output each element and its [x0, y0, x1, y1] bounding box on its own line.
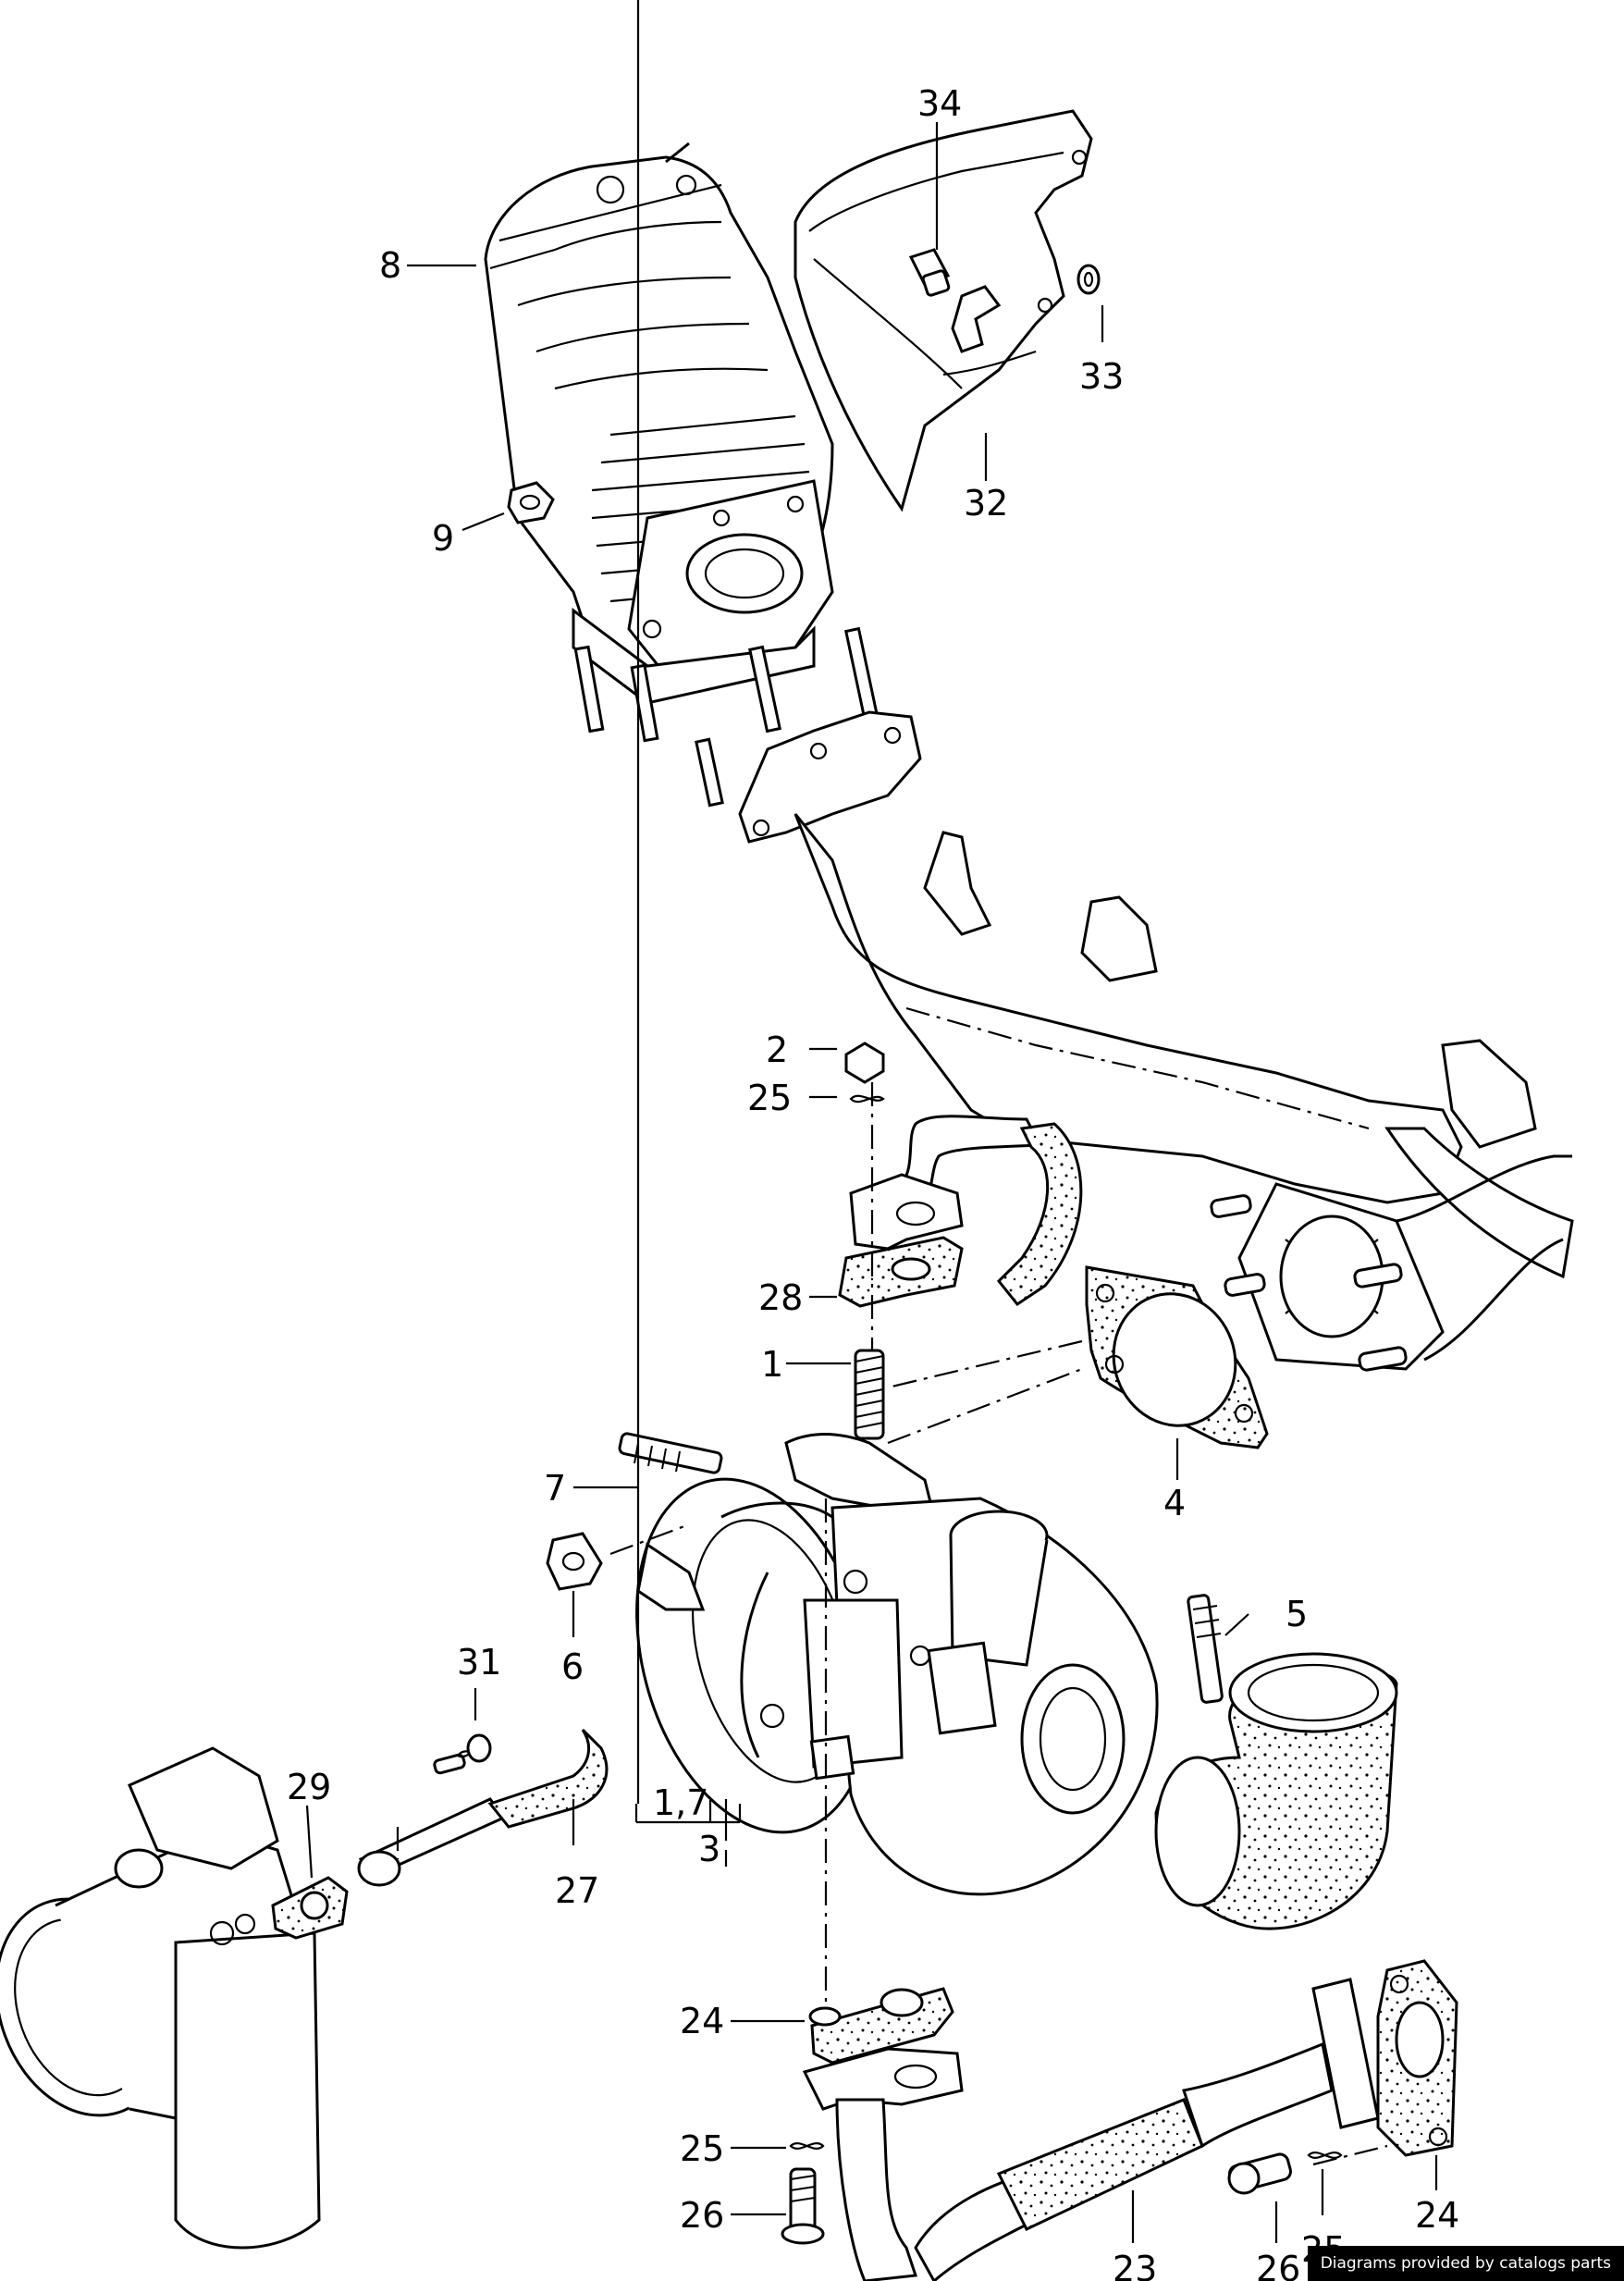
bolt-part-34	[908, 248, 1002, 353]
stud-part-7	[618, 1432, 723, 1474]
bolt-part-5	[1187, 1594, 1224, 1704]
label-28: 28	[758, 1277, 803, 1318]
label-25a: 25	[747, 1078, 792, 1118]
label-26b: 26	[1256, 2249, 1300, 2281]
intake-elbow	[1154, 1652, 1398, 1930]
wastegate-valve-part-8	[484, 142, 834, 743]
leader-lines	[305, 0, 1438, 2243]
label-24b: 24	[1415, 2195, 1459, 2236]
label-31: 31	[457, 1642, 501, 1683]
stud-part-1	[854, 1349, 885, 1440]
nut-part-6	[546, 1532, 603, 1591]
label-26a: 26	[680, 2195, 724, 2236]
turbocharger-part-3	[635, 1433, 1159, 1896]
label-29: 29	[287, 1767, 331, 1807]
footer-credit: Diagrams provided by catalogs parts	[1307, 2246, 1624, 2281]
engine-block	[0, 1746, 321, 2250]
label-7: 7	[544, 1468, 566, 1509]
oil-return-line	[271, 1728, 609, 1940]
label-25b: 25	[680, 2128, 724, 2169]
label-8: 8	[379, 245, 401, 286]
label-24a: 24	[680, 2001, 724, 2041]
label-6: 6	[561, 1646, 584, 1687]
exhaust-manifold	[695, 626, 1574, 1372]
callout-labels: 8 9 34 33 32 2 25 28 1 4 5 7 6 31 29 1,7…	[287, 83, 1459, 2281]
label-9: 9	[432, 518, 454, 559]
gasket-part-4	[1085, 1265, 1269, 1449]
label-33: 33	[1079, 356, 1124, 397]
label-27: 27	[555, 1870, 599, 1911]
label-34: 34	[917, 83, 962, 124]
label-5: 5	[1286, 1594, 1308, 1634]
heat-shield-part-32	[794, 109, 1093, 512]
label-23: 23	[1113, 2249, 1157, 2281]
oil-drain-pipe	[609, 1339, 1458, 2281]
nut-part-9	[507, 481, 555, 524]
label-4: 4	[1163, 1483, 1186, 1523]
label-1: 1	[761, 1344, 783, 1385]
oil-feed-line	[838, 1042, 1083, 1360]
label-2: 2	[766, 1030, 788, 1070]
label-1-7: 1,7	[653, 1782, 708, 1823]
washer-part-33	[1077, 264, 1101, 295]
label-3: 3	[698, 1829, 720, 1869]
label-32: 32	[964, 483, 1008, 524]
